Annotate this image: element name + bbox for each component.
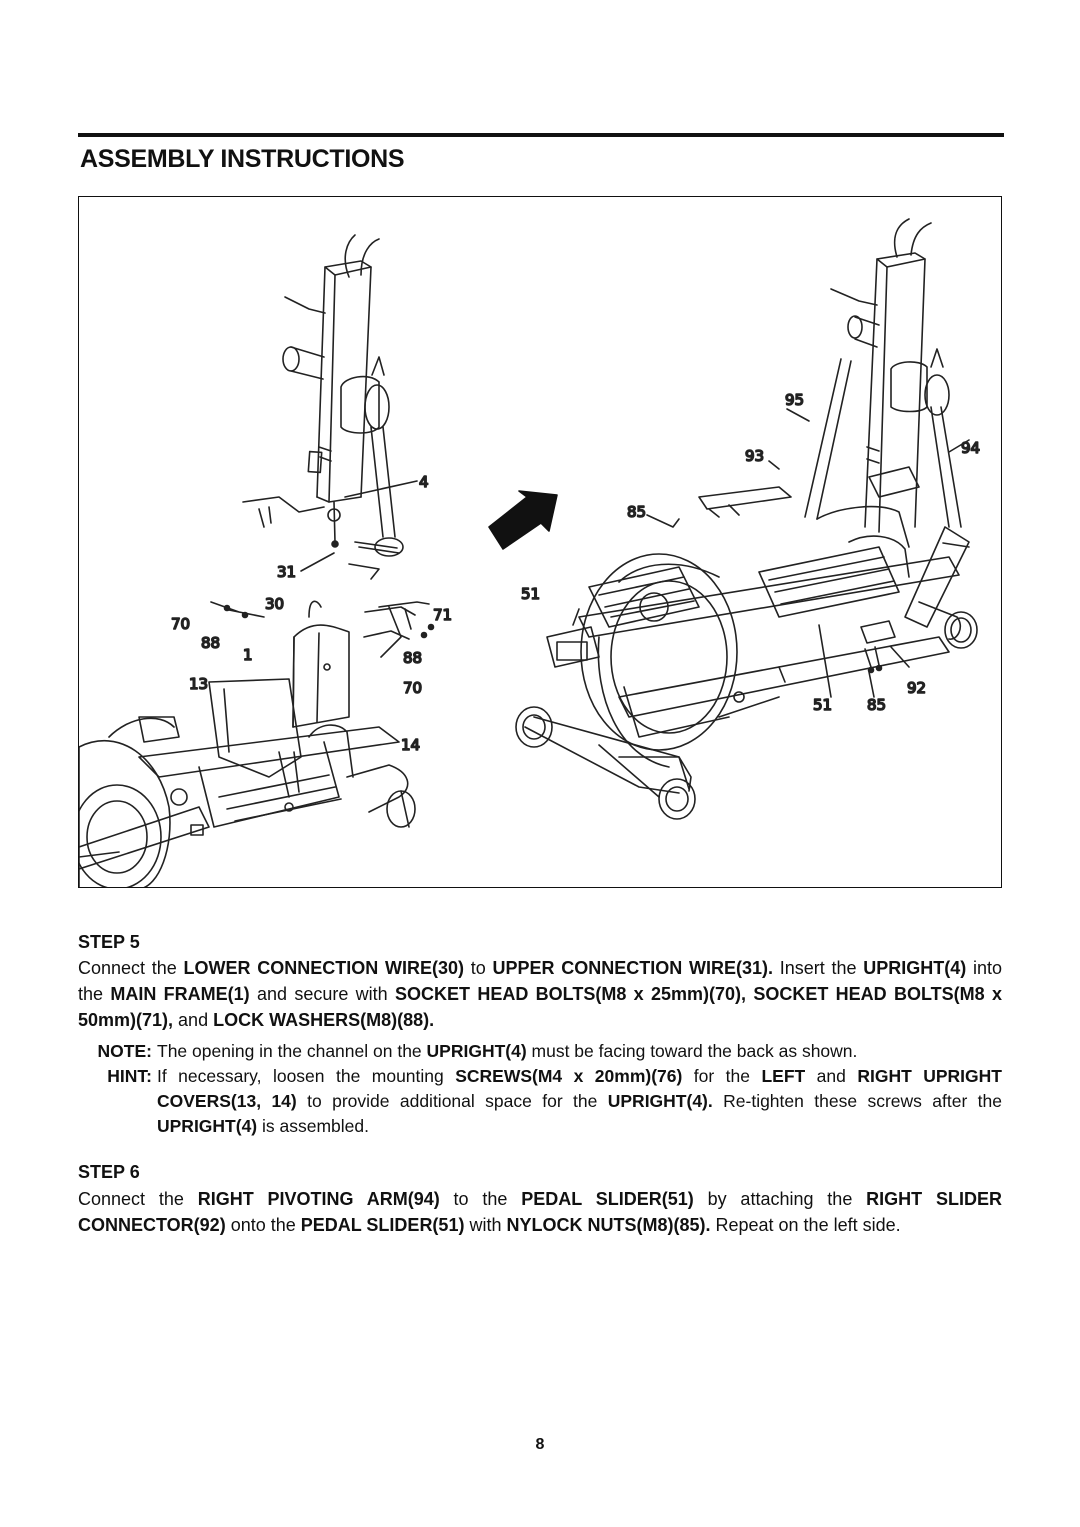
callout-95: 95: [785, 391, 804, 409]
step-6-instructions: Connect the RIGHT PIVOTING ARM(94) to th…: [78, 1189, 1002, 1235]
step-5-heading: STEP 5: [78, 932, 140, 952]
step-5-note: NOTE: The opening in the channel on the …: [78, 1039, 1002, 1064]
callout-94: 94: [961, 439, 980, 457]
page-title: ASSEMBLY INSTRUCTIONS: [80, 145, 405, 173]
callout-93: 93: [745, 447, 764, 465]
step-6-heading: STEP 6: [78, 1162, 140, 1182]
step-5-hint: HINT: If necessary, loosen the mounting …: [78, 1064, 1002, 1139]
left-upright-drawing: [79, 234, 435, 887]
callout-71: 71: [433, 606, 452, 624]
callout-14: 14: [401, 736, 420, 754]
callout-51-a: 51: [521, 585, 540, 603]
assembly-diagram: 4 31 30 71 70 88 1 88 13 70 14 95 94 93 …: [78, 196, 1002, 888]
callout-88-b: 88: [403, 649, 422, 667]
callout-88-a: 88: [201, 634, 220, 652]
callout-13: 13: [189, 675, 208, 693]
note-text: The opening in the channel on the UPRIGH…: [157, 1041, 858, 1061]
page-number: 8: [535, 1436, 545, 1453]
callout-70-b: 70: [403, 679, 422, 697]
callout-1: 1: [243, 646, 253, 664]
header-rule: [78, 133, 1004, 137]
callout-85-a: 85: [627, 503, 646, 521]
callout-4: 4: [419, 473, 429, 491]
callout-92: 92: [907, 679, 926, 697]
right-callouts: 95 94 93 85 51 92 51 85: [520, 390, 981, 715]
callout-85-b: 85: [867, 696, 886, 714]
callout-70-a: 70: [171, 615, 190, 633]
note-label: NOTE:: [97, 1041, 152, 1061]
left-callouts: 4 31 30 71 70 88 1 88 13 70 14: [170, 472, 453, 755]
hint-text: If necessary, loosen the mounting SCREWS…: [157, 1066, 1002, 1136]
callout-31: 31: [277, 563, 296, 581]
callout-30: 30: [265, 595, 284, 613]
step-5-instructions: Connect the LOWER CONNECTION WIRE(30) to…: [78, 958, 1003, 1030]
right-assembly-drawing: [515, 218, 978, 820]
direction-arrow: [488, 490, 558, 550]
hint-label: HINT:: [107, 1066, 152, 1086]
callout-51-b: 51: [813, 696, 832, 714]
